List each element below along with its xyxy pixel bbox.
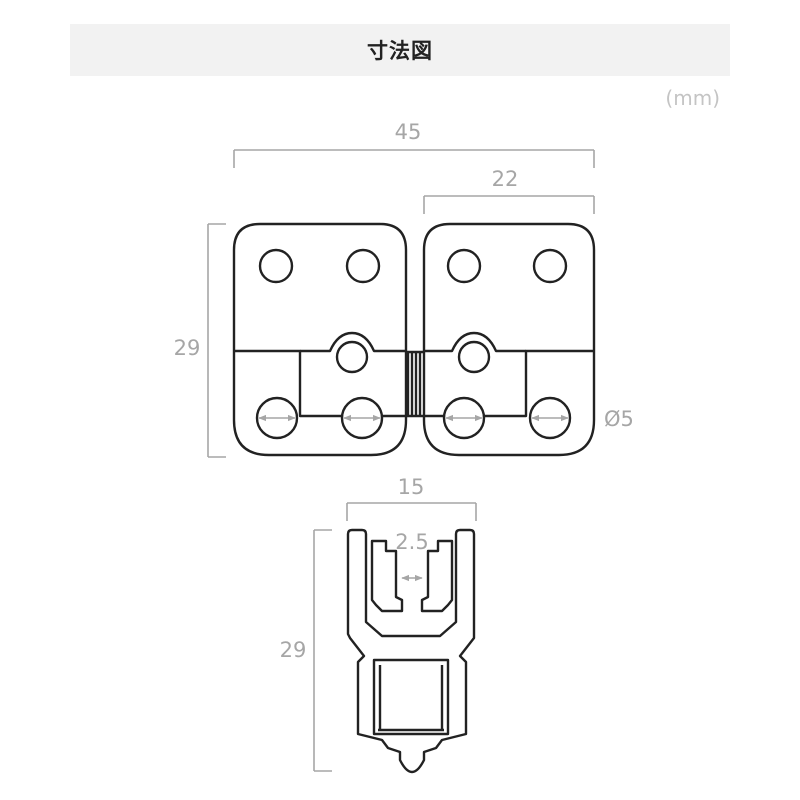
dimension-side-height-label: 29	[280, 638, 307, 662]
pin-hole-left	[335, 340, 369, 374]
dimension-front-height	[207, 223, 226, 458]
hole-right-top-1	[446, 248, 482, 284]
dimension-leaf-width-label: 22	[492, 167, 519, 191]
unit-label: (mm)	[665, 86, 720, 110]
dimension-side-height	[313, 529, 332, 772]
side-view: 15 29 2.5	[280, 475, 477, 774]
dimension-hole-diameter-label: Ø5	[604, 407, 634, 431]
dimension-inner-gap-label: 2.5	[395, 530, 428, 554]
hole-left-top-2	[345, 248, 381, 284]
dimension-side-width	[346, 502, 477, 521]
page-title: 寸法図	[367, 39, 433, 63]
hinge-side-profile	[346, 528, 476, 774]
dimension-leaf-width	[423, 195, 595, 214]
dimension-total-width-label: 45	[395, 120, 422, 144]
pin-hole-right	[457, 340, 491, 374]
title-bar: 寸法図	[70, 24, 730, 76]
hole-left-top-1	[258, 248, 294, 284]
dimension-front-height-label: 29	[174, 336, 201, 360]
dimension-side-width-label: 15	[398, 475, 425, 499]
hole-right-top-2	[532, 248, 568, 284]
dimension-total-width	[233, 149, 595, 168]
front-view: 45 22 29	[174, 120, 634, 458]
